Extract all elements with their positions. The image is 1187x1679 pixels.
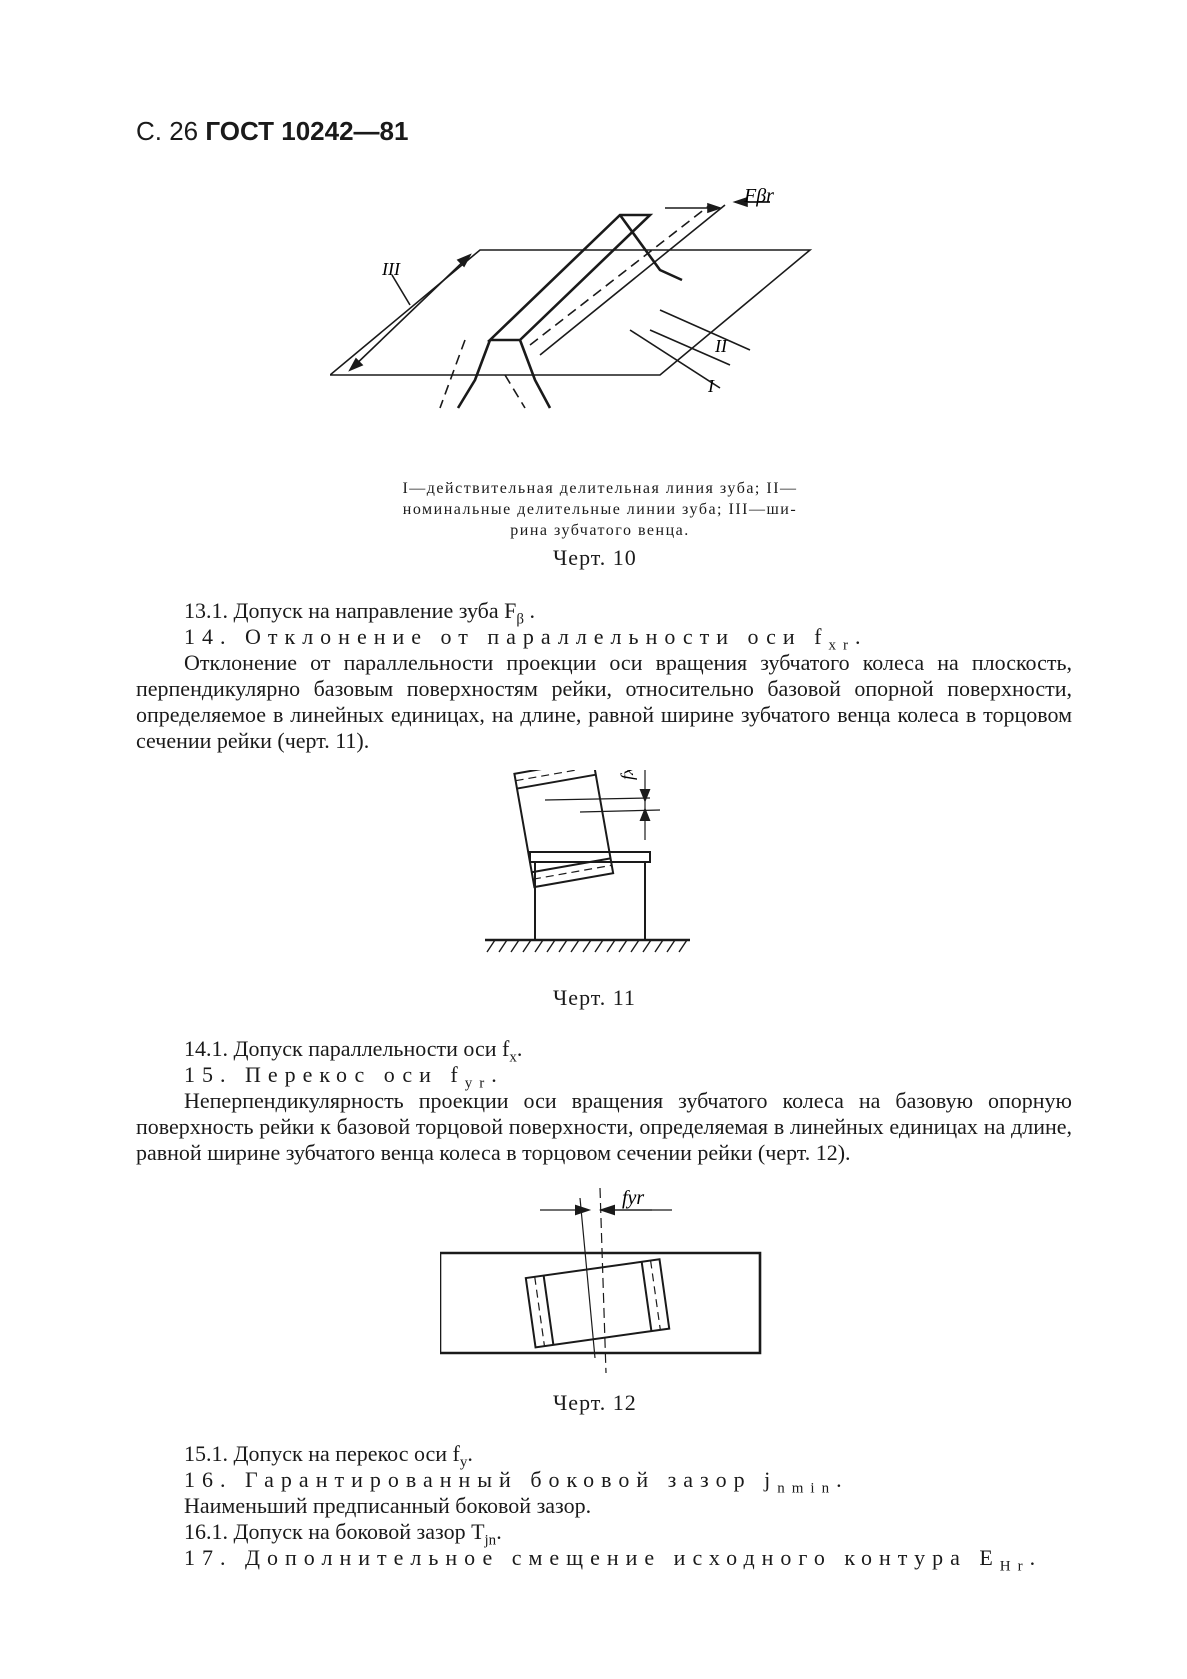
clause-17-title: 17. Дополнительное смещение исходного ко…: [184, 1545, 1042, 1579]
clause-15-title: 15. Перекос оси fyr.: [184, 1062, 504, 1096]
clause-text: 13.1. Допуск на направление зуба F: [184, 598, 517, 623]
clause-tail: .: [491, 1062, 504, 1087]
clause-sub: y: [459, 1454, 468, 1471]
legend-line: I—действительная делительная линия зуба;…: [402, 480, 798, 497]
clause-14-title: 14. Отклонение от параллельности оси fxr…: [184, 624, 867, 658]
clause-text: 15. Перекос оси f: [184, 1062, 465, 1087]
figure-11-caption: Черт. 11: [553, 985, 636, 1010]
plane: [330, 249, 813, 376]
clause-tail: .: [836, 1467, 849, 1492]
label-fbr: Fβr: [743, 185, 774, 207]
clause-tail: .: [523, 598, 535, 623]
clause-tail: .: [1029, 1545, 1043, 1570]
clause-sub: nmin: [777, 1480, 837, 1497]
clause-13-1: 13.1. Допуск на направление зуба Fβ .: [184, 598, 535, 632]
page-header: С. 26 ГОСТ 10242—81: [136, 116, 408, 147]
figure-11-drawing: fxr: [485, 770, 690, 953]
legend-line: номинальные делительные линии зуба; III—…: [402, 501, 798, 518]
figure-12-caption: Черт. 12: [553, 1390, 637, 1415]
page-number: С. 26: [136, 116, 199, 146]
clause-sub: Hr: [999, 1558, 1030, 1575]
figure-12: fyr: [440, 1188, 770, 1373]
figure-10-drawing: Fβr III II I: [330, 185, 813, 409]
clause-tail: .: [467, 1441, 473, 1466]
clause-tail: .: [516, 1036, 523, 1061]
clause-sub: x: [509, 1049, 517, 1066]
clause-16-body: Наименьший предписанный боковой зазор.: [184, 1493, 592, 1518]
label-I: I: [707, 376, 715, 396]
clause-tail: .: [496, 1519, 502, 1544]
clause-sub: xr: [828, 637, 855, 654]
clause-tail: .: [854, 624, 868, 649]
label-fyr: fyr: [622, 1188, 644, 1209]
clause-text: 16. Гарантированный боковой зазор j: [184, 1467, 778, 1492]
figure-10-legend: I—действительная делительная линия зуба;…: [300, 478, 900, 541]
clause-text: 16.1. Допуск на боковой зазор T: [184, 1519, 485, 1544]
label-fxr: fxr: [617, 770, 637, 780]
figure-10-caption: Черт. 10: [553, 545, 637, 570]
label-III: III: [381, 259, 401, 279]
clause-15-1: 15.1. Допуск на перекос оси fy.: [184, 1441, 473, 1475]
clause-text: 17. Дополнительное смещение исходного ко…: [184, 1545, 1000, 1570]
legend-line: рина зубчатого венца.: [510, 522, 690, 539]
clause-16-title: 16. Гарантированный боковой зазор jnmin.: [184, 1467, 849, 1501]
clause-sub: jn: [484, 1532, 497, 1549]
clause-text: 14. Отклонение от параллельности оси f: [184, 624, 829, 649]
standard-title: ГОСТ 10242—81: [205, 116, 409, 146]
clause-text: 14.1. Допуск параллельности оси f: [184, 1036, 510, 1061]
clause-14-body: Отклонение от параллельности проекции ос…: [136, 650, 1072, 753]
clause-15-body: Неперпендикулярность проекции оси вращен…: [136, 1088, 1072, 1165]
tooth-top: [486, 213, 654, 342]
figure-10: Fβr III II I: [330, 180, 830, 450]
clause-sub: yr: [464, 1075, 492, 1092]
figure-11: fxr: [485, 770, 705, 960]
figure-12-drawing: fyr: [440, 1188, 762, 1373]
clause-sub: β: [516, 611, 524, 628]
label-II: II: [714, 336, 728, 356]
clause-16-1: 16.1. Допуск на боковой зазор Tjn.: [184, 1519, 502, 1553]
clause-14-1: 14.1. Допуск параллельности оси fx.: [184, 1036, 522, 1070]
clause-text: 15.1. Допуск на перекос оси f: [184, 1441, 460, 1466]
